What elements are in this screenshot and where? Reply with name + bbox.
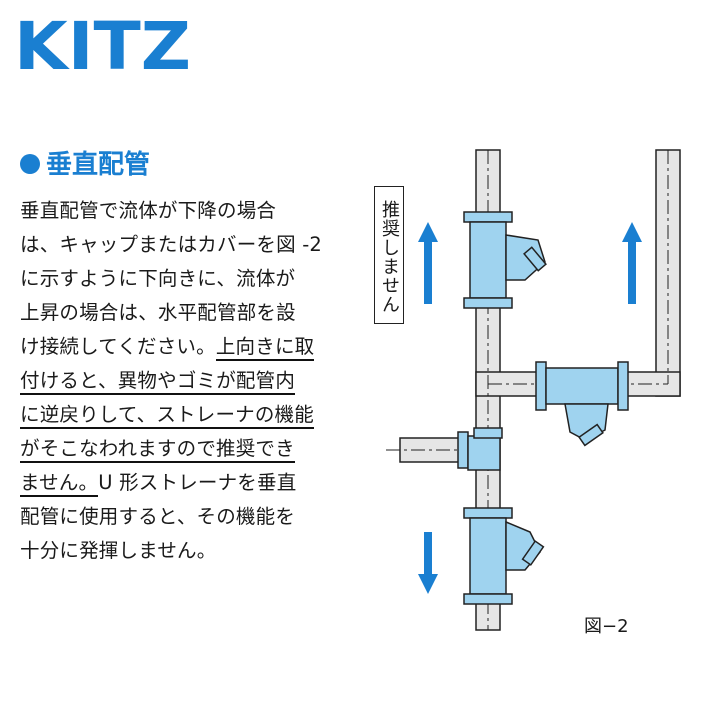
body-line: け接続してください。上向きに取 [20, 330, 360, 364]
body-line-underlined-text: に逆戻りして、ストレーナの機能 [20, 403, 314, 429]
body-line-text: に示すように下向きに、流体が [20, 267, 296, 290]
body-line: 垂直配管で流体が下降の場合 [20, 194, 360, 228]
body-text: 垂直配管で流体が下降の場合は、キャップまたはカバーを図 -2 に示すように下向きに… [20, 194, 360, 568]
body-line-underlined-text: がそこなわれますので推奨でき [20, 437, 295, 463]
body-line: 十分に発揮しません。 [20, 534, 360, 568]
body-line-text: 十分に発揮しません。 [20, 539, 217, 562]
section-heading-text: 垂直配管 [46, 150, 151, 180]
body-line-underlined-text: ません。 [20, 471, 99, 497]
tee-fitting [457, 427, 503, 471]
body-line-underlined-text: 上向きに取 [215, 335, 315, 361]
body-line: ません。U 形ストレーナを垂直 [20, 466, 360, 500]
body-line-text: 上昇の場合は、水平配管部を設 [20, 301, 296, 324]
body-line: 配管に使用すると、その機能を [20, 500, 360, 534]
section-heading: 垂直配管 [20, 152, 150, 178]
flow-arrows [418, 222, 642, 594]
body-line: に示すように下向きに、流体が [20, 262, 360, 296]
body-line-text: 垂直配管で流体が下降の場合 [20, 199, 277, 222]
body-line: 付けると、異物やゴミが配管内 [20, 364, 360, 398]
kitz-logo: KITZ [14, 8, 192, 85]
vertical-piping-diagram [386, 149, 681, 631]
bottom-strainer [463, 507, 545, 605]
body-line-text: は、キャップまたはカバーを図 -2 [20, 233, 323, 256]
not-recommended-label: 推奨しません [374, 186, 404, 324]
body-line: に逆戻りして、ストレーナの機能 [20, 398, 360, 432]
bullet-icon [20, 154, 40, 174]
body-line-text: 配管に使用すると、その機能を [20, 505, 296, 528]
body-line: 上昇の場合は、水平配管部を設 [20, 296, 360, 330]
figure-label: 図−2 [584, 616, 629, 637]
top-strainer [463, 211, 547, 309]
body-line-underlined-text: 付けると、異物やゴミが配管内 [20, 369, 296, 395]
body-line: は、キャップまたはカバーを図 -2 [20, 228, 360, 262]
body-line: がそこなわれますので推奨でき [20, 432, 360, 466]
body-line-text: U 形ストレーナを垂直 [98, 471, 297, 494]
body-line-text: け接続してください。 [20, 335, 216, 358]
right-strainer [535, 361, 629, 447]
